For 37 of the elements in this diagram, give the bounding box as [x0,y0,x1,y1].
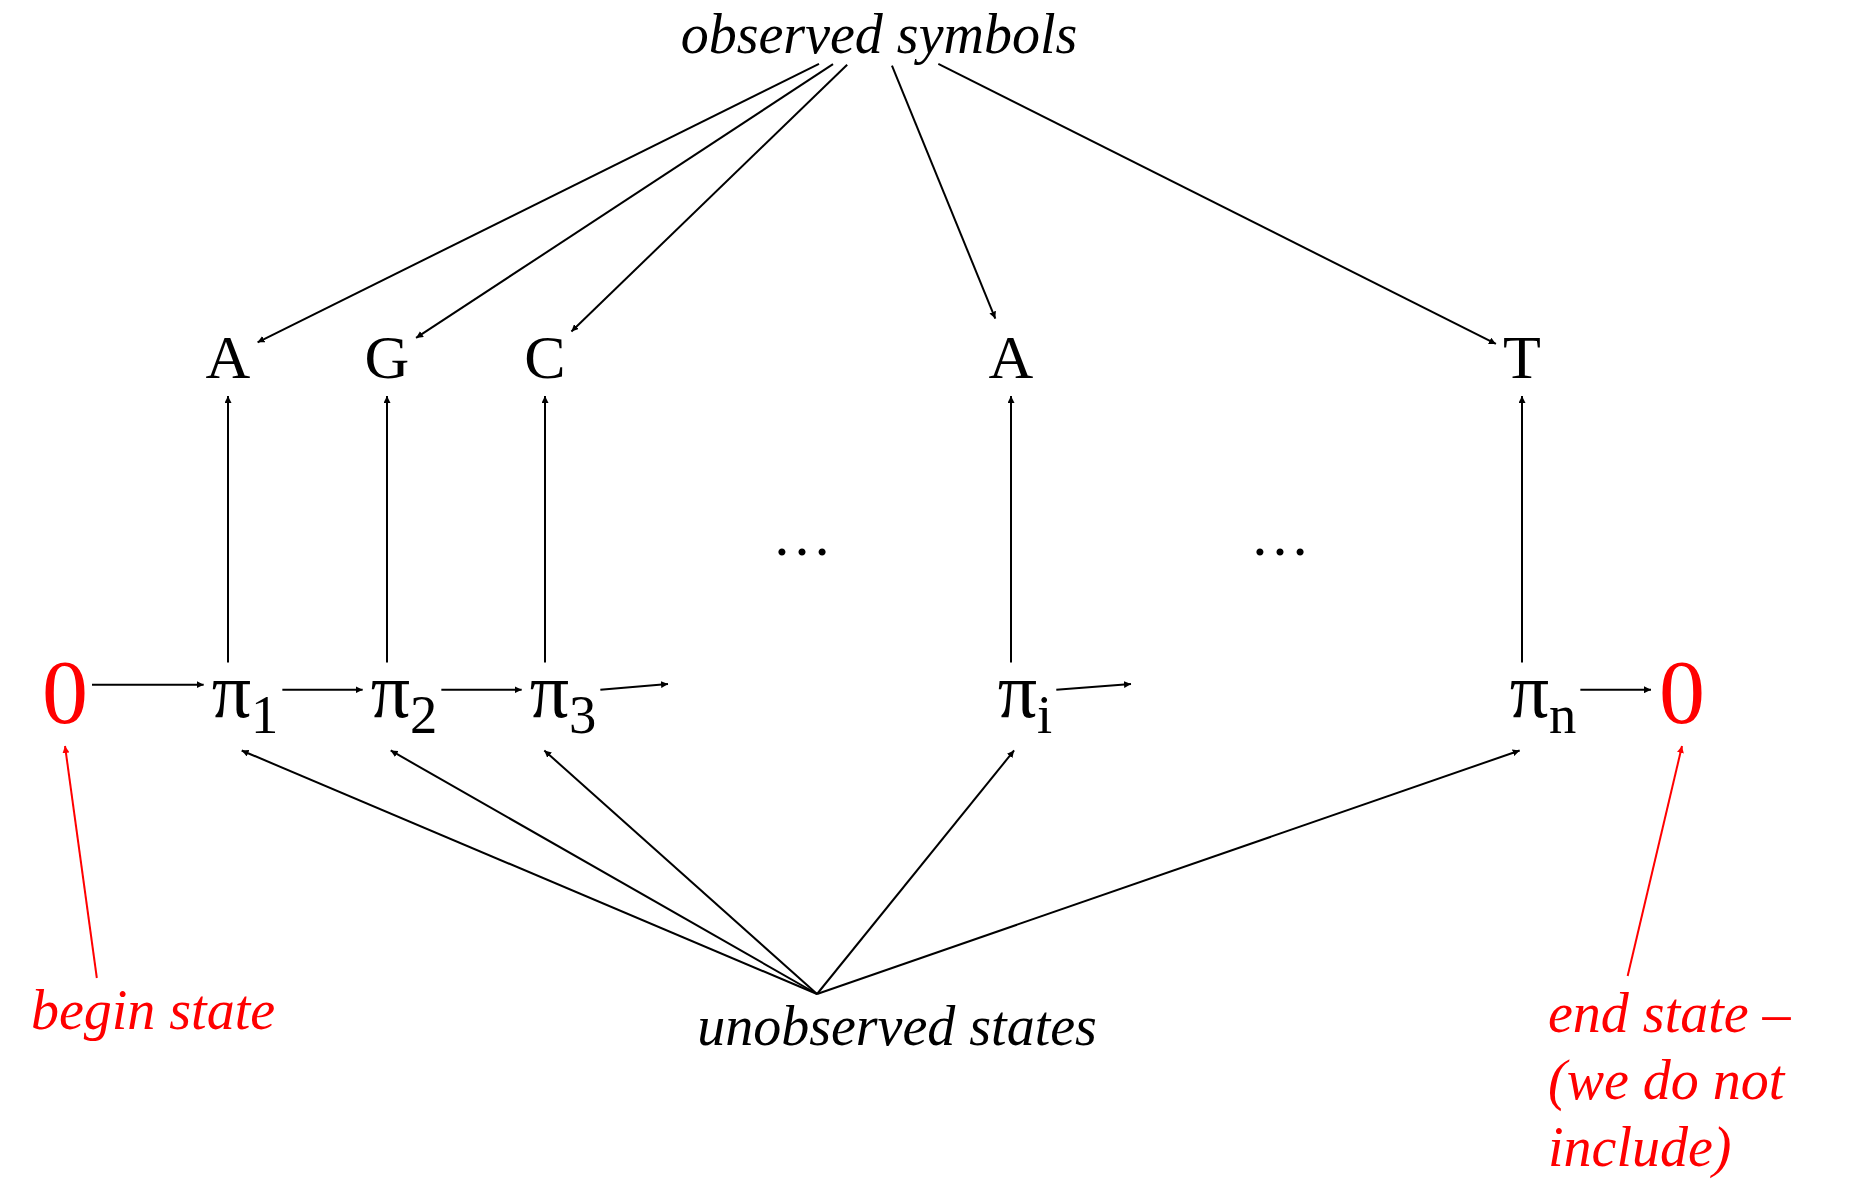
arrow [816,749,1016,995]
unobserved-states-label: unobserved states [697,998,1097,1054]
arrow [1518,395,1526,664]
arrow [816,749,1521,995]
ellipsis: … [1250,505,1310,565]
arrow [383,395,391,664]
state-symbol: π$_{3}$ [529,651,597,743]
end-state-label: end state – (we do not include) [1548,980,1843,1182]
begin-state-zero: 0 [42,646,88,738]
arrow [890,64,997,320]
arrow [281,686,364,694]
arrow [570,63,849,333]
arrow [599,681,669,691]
arrow [415,63,834,339]
symbol-letter: T [1503,326,1541,388]
symbol-letter: A [205,326,251,388]
arrow [62,745,98,979]
state-symbol: π$_{1}$ [211,651,279,743]
state-symbol: π$_{i}$ [997,651,1053,743]
ellipsis: … [772,505,832,565]
arrow [1007,395,1015,664]
arrow [91,681,205,689]
state-symbol: π$_{n}$ [1509,651,1577,743]
arrow [1626,745,1684,977]
state-symbol: π$_{2}$ [370,651,438,743]
arrow [543,749,819,995]
arrow [1579,686,1652,694]
arrow [256,62,820,344]
symbol-letter: A [988,326,1034,388]
arrow [1055,681,1132,691]
arrow [224,395,232,664]
end-state-zero: 0 [1659,646,1705,738]
arrow [541,395,549,664]
symbol-letter: G [364,326,410,388]
arrow [440,686,523,694]
symbol-letter: C [524,326,566,388]
arrow [937,62,1497,345]
